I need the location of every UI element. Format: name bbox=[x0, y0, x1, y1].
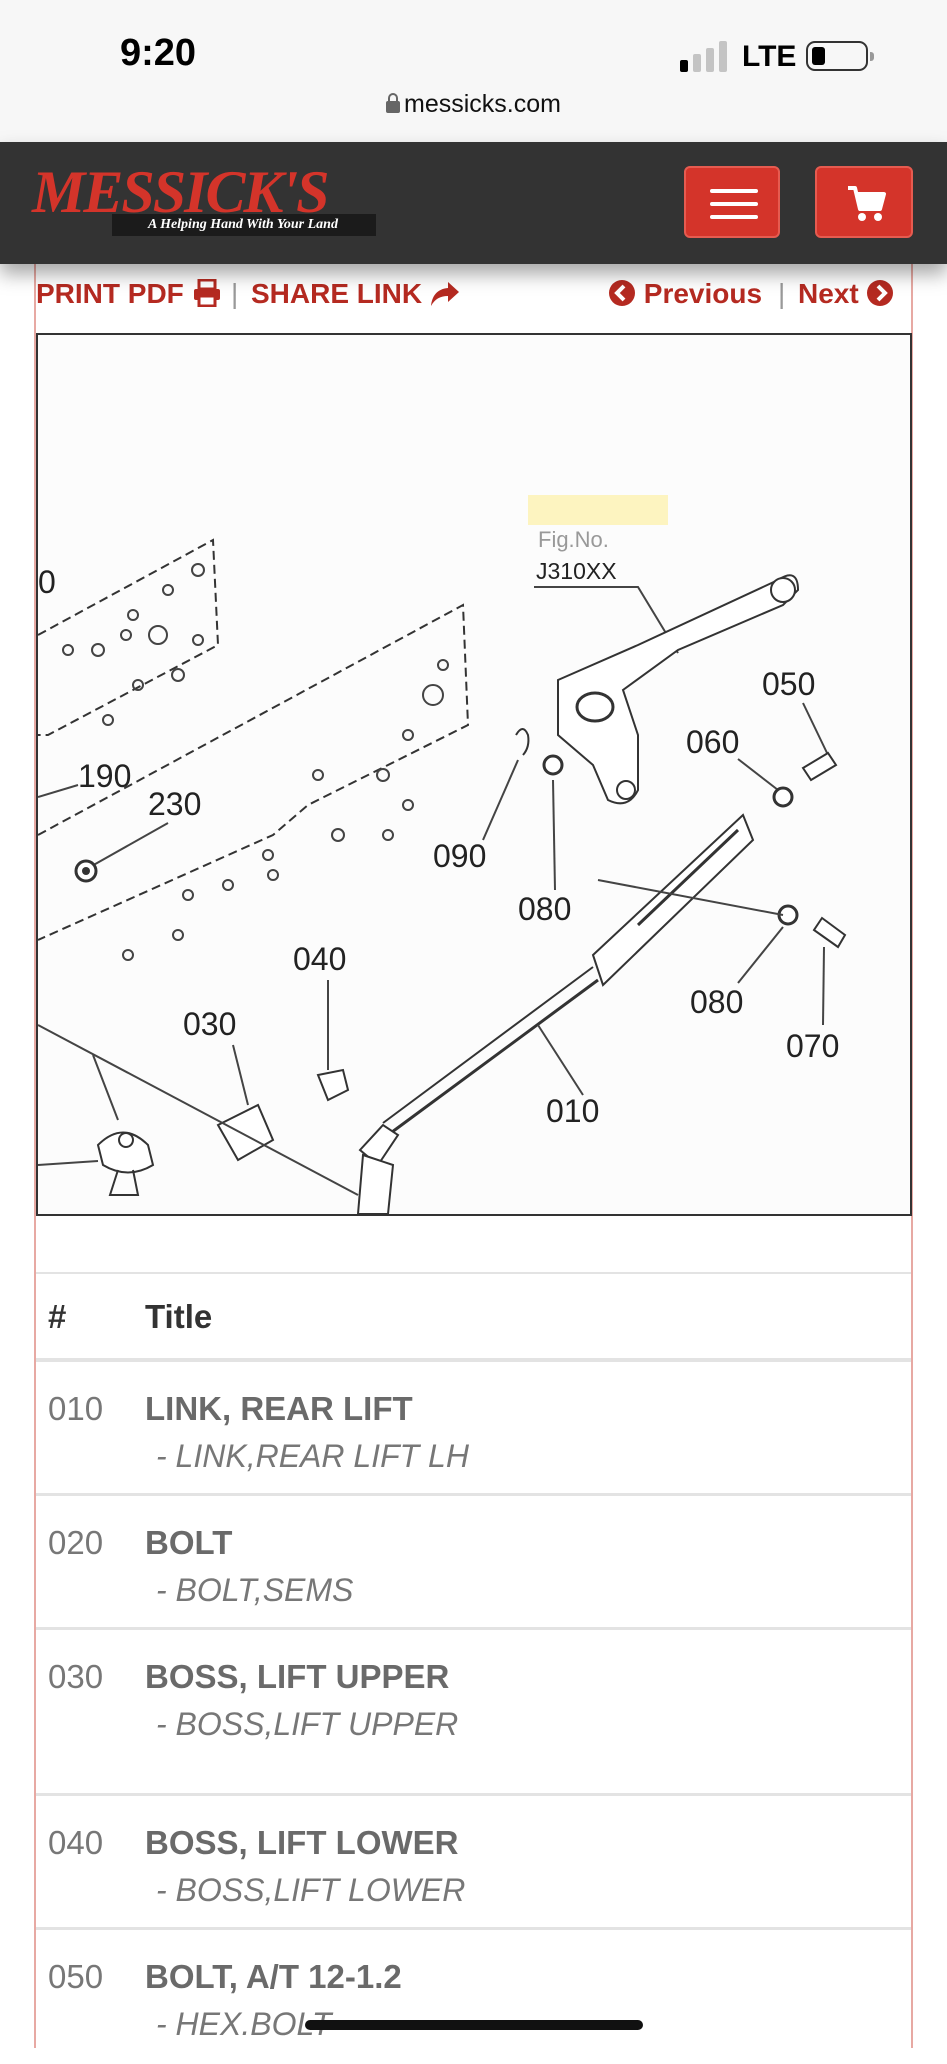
callout-060: 060 bbox=[686, 724, 739, 760]
previous-label: Previous bbox=[643, 278, 763, 309]
chevron-right-circle-icon bbox=[867, 280, 894, 306]
part-description: - HEX.BOLT bbox=[156, 2006, 332, 2042]
part-description: - BOSS,LIFT LOWER bbox=[156, 1872, 466, 1908]
hamburger-icon bbox=[710, 189, 758, 219]
signal-strength-icon bbox=[680, 40, 732, 72]
table-row[interactable]: 030 BOSS, LIFT UPPER - BOSS,LIFT UPPER bbox=[36, 1630, 911, 1796]
column-header-title: Title bbox=[145, 1298, 213, 1335]
content-frame bbox=[34, 264, 913, 2048]
part-number: 020 bbox=[48, 1524, 104, 1561]
column-header-number: # bbox=[48, 1298, 67, 1335]
callout-0: 0 bbox=[38, 564, 56, 600]
parts-diagram[interactable]: Fig.No. J310XX 0 190 230 bbox=[36, 333, 912, 1216]
callout-080-right: 080 bbox=[690, 984, 743, 1020]
parts-table: # Title 010 LINK, REAR LIFT - LINK,REAR … bbox=[36, 1272, 911, 2064]
print-pdf-label: PRINT PDF bbox=[36, 278, 184, 309]
callout-090: 090 bbox=[433, 838, 486, 874]
site-logo[interactable]: MESSICK'S A Helping Hand With Your Land bbox=[32, 159, 376, 242]
fig-number: J310XX bbox=[536, 558, 617, 584]
shopping-cart-icon bbox=[848, 186, 886, 221]
lock-icon bbox=[386, 93, 401, 113]
toolbar-separator: | bbox=[778, 278, 786, 309]
part-number: 050 bbox=[48, 1958, 104, 1995]
part-description: - LINK,REAR LIFT LH bbox=[156, 1438, 469, 1474]
part-number: 040 bbox=[48, 1824, 104, 1861]
previous-link[interactable]: Previous bbox=[608, 278, 762, 310]
part-title[interactable]: BOLT, A/T 12-1.2 bbox=[145, 1958, 402, 1995]
print-pdf-link[interactable]: PRINT PDF bbox=[36, 278, 222, 310]
table-header: # Title bbox=[36, 1272, 911, 1362]
part-description: - BOSS,LIFT UPPER bbox=[156, 1706, 459, 1742]
part-title[interactable]: LINK, REAR LIFT bbox=[145, 1390, 413, 1427]
share-arrow-icon bbox=[430, 282, 459, 306]
share-link-label: SHARE LINK bbox=[251, 278, 423, 309]
callout-070: 070 bbox=[786, 1028, 839, 1064]
callout-230: 230 bbox=[148, 786, 201, 822]
diagram-toolbar: PRINT PDF | SHARE LINK Previous | Next bbox=[36, 264, 911, 330]
part-number: 010 bbox=[48, 1390, 104, 1427]
battery-icon bbox=[806, 41, 874, 71]
table-row[interactable]: 040 BOSS, LIFT LOWER - BOSS,LIFT LOWER bbox=[36, 1796, 911, 1930]
parts-diagram-drawing: Fig.No. J310XX 0 190 230 bbox=[38, 495, 847, 1214]
part-description: - BOLT,SEMS bbox=[156, 1572, 354, 1608]
cart-button[interactable] bbox=[815, 166, 913, 238]
next-link[interactable]: Next bbox=[798, 278, 894, 310]
part-title[interactable]: BOSS, LIFT LOWER bbox=[145, 1824, 459, 1861]
menu-button[interactable] bbox=[684, 166, 780, 238]
url-bar[interactable]: messicks.com bbox=[0, 90, 947, 119]
share-link[interactable]: SHARE LINK bbox=[251, 278, 460, 310]
callout-080: 080 bbox=[518, 891, 571, 927]
status-bar: 9:20 LTE messicks.com bbox=[0, 0, 947, 142]
callout-040: 040 bbox=[293, 941, 346, 977]
part-number: 030 bbox=[48, 1658, 104, 1695]
next-label: Next bbox=[798, 278, 859, 309]
callout-030: 030 bbox=[183, 1006, 236, 1042]
callout-050: 050 bbox=[762, 666, 815, 702]
callout-190: 190 bbox=[78, 758, 131, 794]
part-title[interactable]: BOSS, LIFT UPPER bbox=[145, 1658, 450, 1695]
callout-010: 010 bbox=[546, 1093, 599, 1129]
table-row[interactable]: 020 BOLT - BOLT,SEMS bbox=[36, 1496, 911, 1630]
url-text: messicks.com bbox=[404, 90, 561, 118]
table-row[interactable]: 010 LINK, REAR LIFT - LINK,REAR LIFT LH bbox=[36, 1362, 911, 1496]
site-header: MESSICK'S A Helping Hand With Your Land bbox=[0, 142, 947, 264]
chevron-left-circle-icon bbox=[609, 280, 635, 306]
status-time: 9:20 bbox=[120, 32, 197, 74]
printer-icon bbox=[193, 279, 220, 307]
network-type: LTE bbox=[742, 40, 797, 73]
home-indicator[interactable] bbox=[305, 2020, 643, 2030]
toolbar-separator: | bbox=[231, 278, 239, 309]
part-title[interactable]: BOLT bbox=[145, 1524, 233, 1561]
logo-tagline: A Helping Hand With Your Land bbox=[112, 214, 376, 236]
fig-label: Fig.No. bbox=[538, 527, 609, 552]
table-row[interactable]: 050 BOLT, A/T 12-1.2 - HEX.BOLT bbox=[36, 1930, 911, 2064]
